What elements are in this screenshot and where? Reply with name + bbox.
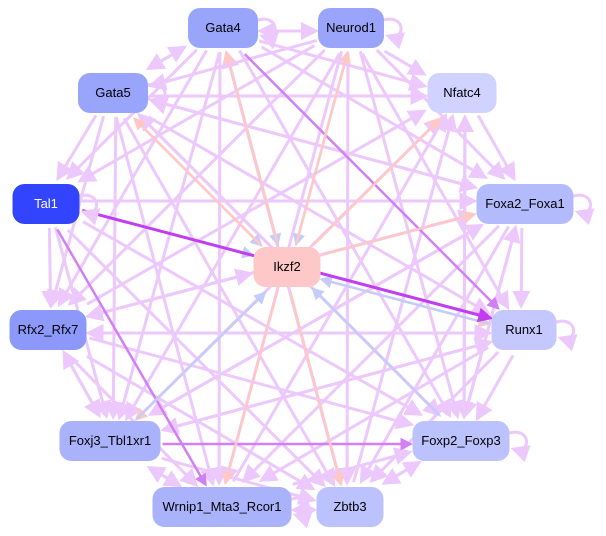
node-tal1[interactable]: Tal1 [12,184,80,224]
edge-Rfx2_Rfx7-to-Wrnip1_Mta3_Rcor1 [68,355,199,488]
edge-Rfx2_Rfx7-to-Nfatc4 [86,109,427,306]
edge-Tal1-to-Foxp2_Foxp3 [82,220,424,416]
node-label: Wrnip1_Mta3_Rcor1 [163,499,282,514]
edge-Foxj3_Tbl1xr1-to-Rfx2_Rfx7 [62,349,101,417]
edge-Gata4-to-Runx1 [243,53,500,310]
edge-Ikzf2-to-Nfatc4 [312,117,442,247]
edge-Zbtb3-to-Nfatc4 [352,113,458,483]
self-loop-Foxp2_Foxp3 [509,430,531,463]
node-label: Tal1 [34,196,58,211]
edge-Gata5-to-Foxj3_Tbl1xr1 [104,117,123,421]
self-loop-Gata4 [257,17,280,50]
edge-Ikzf2-to-Gata5 [133,117,262,247]
node-box [12,184,80,224]
edge-Gata4-to-Foxa2_Foxa1 [260,45,488,179]
edge-Foxp2_Foxp3-to-Ikzf2 [311,287,441,416]
edge-Foxa2_Foxa1-to-Gata5 [147,95,476,189]
node-box [491,310,557,350]
edge-Gata5-to-Tal1 [56,114,98,182]
node-box [318,8,384,48]
node-label: Gata4 [205,20,240,35]
node-label: Rfx2_Rfx7 [18,322,79,337]
edge-Runx1-to-Wrnip1_Mta3_Rcor1 [258,346,489,482]
node-box [253,247,321,287]
self-loop-Foxa2_Foxa1 [573,193,595,226]
node-box [59,421,161,461]
node-ikzf2[interactable]: Ikzf2 [253,247,321,287]
edge-Foxa2_Foxa1-to-Zbtb3 [359,225,510,485]
edge-Ikzf2-to-Neurod1 [295,50,351,245]
node-box [9,310,87,350]
node-box [188,8,258,48]
edge-Rfx2_Rfx7-to-Foxp2_Foxp3 [88,336,415,430]
node-label: Foxa2_Foxa1 [485,196,565,211]
node-runx1[interactable]: Runx1 [491,310,557,350]
edge-Neurod1-to-Zbtb3 [338,51,357,486]
edge-Ikzf2-to-Gata4 [223,50,279,245]
node-label: Ikzf2 [273,259,300,274]
node-foxp2_foxp3[interactable]: Foxp2_Foxp3 [412,421,510,461]
edge-Nfatc4-to-Foxa2_Foxa1 [476,114,516,182]
edge-Runx1-to-Ikzf2 [319,275,490,325]
edge-Gata4-to-Wrnip1_Mta3_Rcor1 [210,51,229,486]
self-loop-Neurod1 [383,17,406,50]
edge-Neurod1-to-Nfatc4 [383,49,427,76]
node-gata5[interactable]: Gata5 [78,73,148,113]
edge-Gata5-to-Runx1 [147,115,491,315]
edge-Gata5-to-Zbtb3 [122,117,336,488]
node-foxa2_foxa1[interactable]: Foxa2_Foxa1 [476,184,574,224]
node-label: Neurod1 [326,20,376,35]
edge-Tal1-to-Rfx2_Rfx7 [41,227,60,309]
node-label: Foxj3_Tbl1xr1 [69,433,151,448]
edge-Foxa2_Foxa1-to-Wrnip1_Mta3_Rcor1 [241,224,500,484]
edge-Gata5-to-Wrnip1_Mta3_Rcor1 [114,117,218,487]
node-nfatc4[interactable]: Nfatc4 [427,73,497,113]
edge-Wrnip1_Mta3_Rcor1-to-Foxj3_Tbl1xr1 [146,466,181,487]
edge-Foxa2_Foxa1-to-Foxj3_Tbl1xr1 [147,224,483,416]
self-loop-Gata5 [147,82,170,115]
edge-Ikzf2-to-Foxa2_Foxa1 [321,210,477,256]
node-wrnip1_mta3_rcor1[interactable]: Wrnip1_Mta3_Rcor1 [152,487,292,527]
edge-Foxj3_Tbl1xr1-to-Ikzf2 [135,291,267,421]
self-loop-Tal1 [79,193,101,226]
node-box [316,487,384,527]
node-rfx2_rfx7[interactable]: Rfx2_Rfx7 [9,310,87,350]
edge-Gata4-to-Tal1 [65,48,198,180]
edge-Foxp2_Foxp3-to-Zbtb3 [381,461,420,485]
edge-Gata4-to-Foxp2_Foxp3 [238,49,452,419]
node-label: Nfatc4 [443,85,481,100]
node-zbtb3[interactable]: Zbtb3 [316,487,384,527]
edge-Gata5-to-Gata4 [147,45,188,70]
node-label: Foxp2_Foxp3 [421,433,501,448]
node-foxj3_tbl1xr1[interactable]: Foxj3_Tbl1xr1 [59,421,161,461]
node-box [152,487,292,527]
edge-Foxp2_Foxp3-to-Nfatc4 [455,114,474,418]
node-box [476,184,574,224]
node-gata4[interactable]: Gata4 [188,8,258,48]
edge-Ikzf2-to-Zbtb3 [289,291,345,487]
node-neurod1[interactable]: Neurod1 [318,8,384,48]
edge-Wrnip1_Mta3_Rcor1-to-Foxp2_Foxp3 [292,447,413,486]
node-box [78,73,148,113]
edge-Runx1-to-Foxj3_Tbl1xr1 [160,340,491,435]
edge-Wrnip1_Mta3_Rcor1-to-Nfatc4 [232,112,447,483]
node-label: Zbtb3 [333,499,366,514]
node-label: Gata5 [95,85,130,100]
node-label: Runx1 [505,322,543,337]
edge-Runx1-to-Foxp2_Foxp3 [475,354,515,422]
edge-Ikzf2-to-Wrnip1_Mta3_Rcor1 [222,289,279,485]
node-box [427,73,497,113]
edge-Foxa2_Foxa1-to-Runx1 [512,227,531,309]
edge-Tal1-to-Wrnip1_Mta3_Rcor1 [56,228,207,487]
self-loop-Wrnip1_Mta3_Rcor1 [291,496,313,529]
self-loop-Runx1 [556,319,578,352]
node-box [412,421,510,461]
